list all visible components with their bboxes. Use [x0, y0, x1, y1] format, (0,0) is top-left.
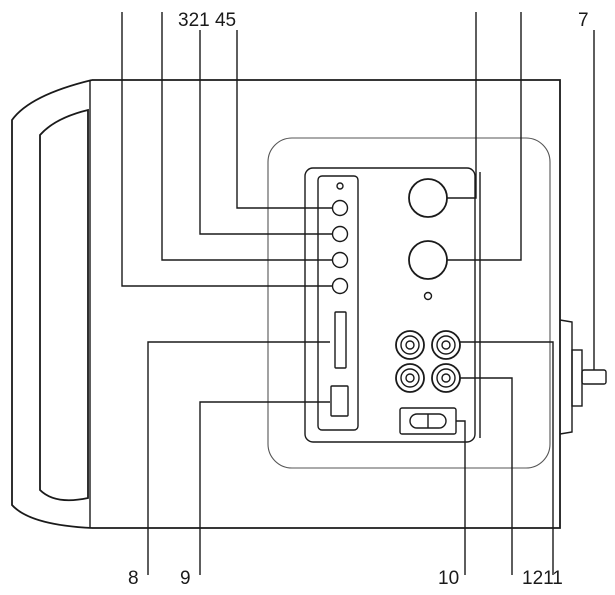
- label-9: 9: [180, 568, 191, 589]
- jack-1-icon: [331, 199, 349, 217]
- control-strip: [317, 175, 359, 431]
- label-8: 8: [128, 568, 139, 589]
- label-top-group: 321 45: [178, 10, 236, 31]
- knob-upper-icon: [408, 178, 448, 218]
- usb-port-icon: [330, 385, 349, 417]
- rca-jacks: [395, 330, 461, 393]
- knob-lower-icon: [408, 240, 448, 280]
- label-1211: 1211: [522, 568, 563, 589]
- side-connector: [559, 319, 607, 435]
- leader-lines: [121, 12, 595, 575]
- card-slot-icon: [334, 311, 347, 369]
- speaker-body: [11, 79, 561, 529]
- label-7: 7: [578, 10, 589, 31]
- led-indicator-icon: [336, 182, 344, 190]
- jack-3-icon: [331, 251, 349, 269]
- small-led-icon: [423, 291, 433, 301]
- outer-panel: [267, 137, 551, 469]
- label-10: 10: [438, 568, 459, 589]
- jack-4-icon: [331, 277, 349, 295]
- inner-panel: [304, 167, 476, 443]
- jack-2-icon: [331, 225, 349, 243]
